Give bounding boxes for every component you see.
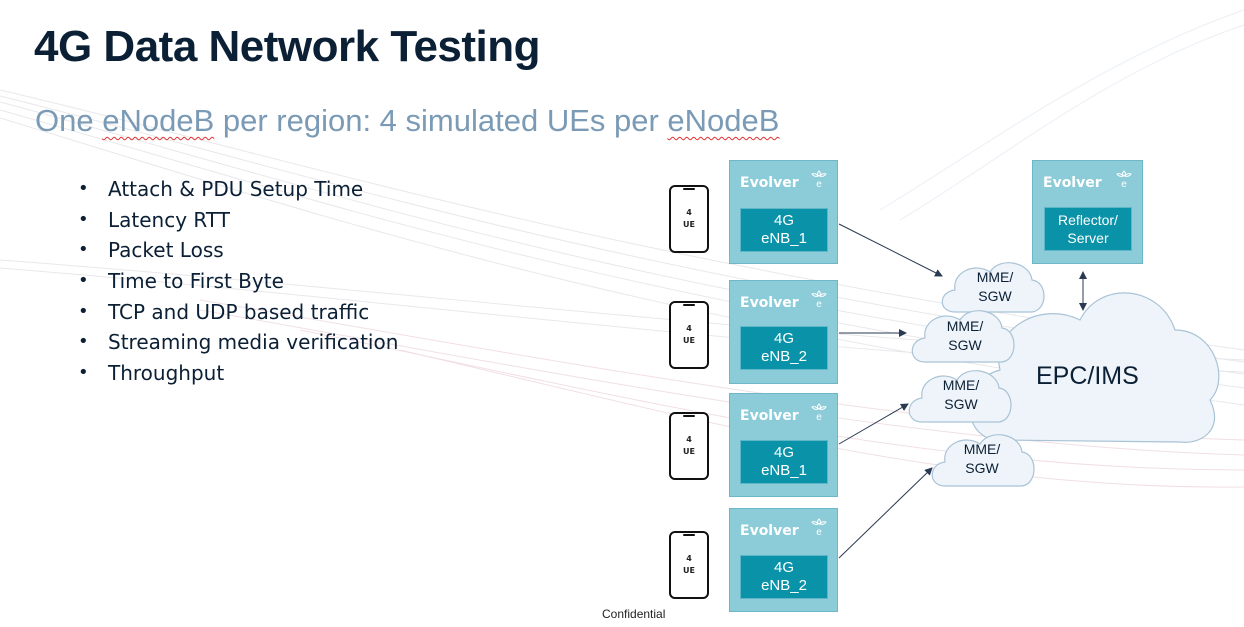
mme-sgw-cloud-3 <box>908 370 1012 423</box>
bullet-text: Time to First Byte <box>108 269 284 294</box>
enb-line2: eNB_1 <box>761 462 807 479</box>
svg-text:e: e <box>816 527 822 537</box>
evolver-leaf-e-icon: e <box>811 290 827 309</box>
enb-line2: eNB_2 <box>761 577 807 594</box>
gateway-line2: SGW <box>965 460 999 476</box>
gateway-line1: MME/ <box>976 269 1014 285</box>
ue-label: UE <box>683 220 695 229</box>
bullet-text: Throughput <box>108 361 225 386</box>
reflector-line2: Server <box>1067 230 1109 246</box>
bullet-icon: • <box>78 178 89 199</box>
gateway-line1: MME/ <box>963 441 1001 457</box>
bullet-icon: • <box>78 208 89 230</box>
bullet-text: Streaming media verification <box>108 330 399 355</box>
reflector-block: Reflector/Server <box>1044 207 1132 251</box>
ue-count: 4 <box>686 435 692 444</box>
epc-ims-label: EPC/IMS <box>1036 362 1139 390</box>
evolver-leaf-e-icon: e <box>811 518 827 537</box>
bullet-icon: • <box>78 331 89 353</box>
bullet-text: Packet Loss <box>108 238 224 263</box>
bullet-item: • Latency RTT <box>78 205 398 236</box>
evolver-label: Evolver <box>740 295 799 311</box>
bullet-icon: • <box>78 362 89 384</box>
bullet-item: • Packet Loss <box>78 235 398 266</box>
ue-label: UE <box>683 447 695 456</box>
gateway-line1: MME/ <box>946 318 984 334</box>
gateway-line1: MME/ <box>942 377 980 393</box>
gateway-label: MME/SGW <box>940 317 990 355</box>
enb-line2: eNB_2 <box>761 348 807 365</box>
svg-text:e: e <box>816 412 822 422</box>
evolver-label: Evolver <box>740 523 799 539</box>
subtitle: One eNodeB per region: 4 simulated UEs p… <box>35 103 779 139</box>
bullet-text: TCP and UDP based traffic <box>108 299 370 324</box>
svg-text:e: e <box>1121 179 1127 189</box>
subtitle-part-misspelled: eNodeB <box>102 103 215 138</box>
ue-count: 4 <box>686 324 692 333</box>
bullet-icon: • <box>78 239 89 261</box>
enb-line1: 4G <box>773 212 794 229</box>
subtitle-part-misspelled: eNodeB <box>667 103 780 138</box>
gateway-line2: SGW <box>944 396 978 412</box>
arrow-enb1-to-gw1 <box>838 223 943 277</box>
bullet-text: Latency RTT <box>108 207 230 232</box>
evolver-label: Evolver <box>1043 175 1102 191</box>
enb-line1: 4G <box>773 559 794 576</box>
mme-sgw-cloud-1 <box>941 262 1045 313</box>
gateway-label: MME/SGW <box>957 440 1007 478</box>
reflector-line1: Reflector/ <box>1058 212 1118 228</box>
gateway-label: MME/SGW <box>936 376 986 414</box>
enb-line2: eNB_1 <box>761 230 807 247</box>
evolver-label: Evolver <box>740 408 799 424</box>
arrow-enb3-to-gw3 <box>838 403 909 445</box>
page-title: 4G Data Network Testing <box>34 22 541 71</box>
mme-sgw-cloud-2 <box>911 310 1015 363</box>
svg-text:e: e <box>816 179 822 189</box>
enb-line1: 4G <box>773 330 794 347</box>
ue-label: UE <box>683 566 695 575</box>
bullet-list: • Attach & PDU Setup Time • Latency RTT • P… <box>78 174 398 389</box>
bullet-item: • Streaming media verification <box>78 327 398 358</box>
evolver-label: Evolver <box>740 175 799 191</box>
ue-count: 4 <box>686 554 692 563</box>
bullet-icon: • <box>78 270 89 292</box>
gateway-label: MME/SGW <box>970 268 1020 306</box>
ue-label: UE <box>683 336 695 345</box>
arrow-enb4-to-gw4 <box>838 467 933 559</box>
evolver-leaf-e-icon: e <box>811 403 827 422</box>
gateway-line2: SGW <box>948 337 982 353</box>
evolver-leaf-e-icon: e <box>811 170 827 189</box>
svg-text:e: e <box>816 299 822 309</box>
subtitle-part: per region: 4 simulated UEs per <box>214 103 668 138</box>
bullet-item: • Time to First Byte <box>78 266 398 297</box>
subtitle-part: One <box>35 103 103 138</box>
evolver-reflector-box: Evolver e Reflector/Server <box>1032 160 1143 264</box>
mme-sgw-cloud-4 <box>931 434 1035 487</box>
bullet-item: • Attach & PDU Setup Time <box>78 174 398 205</box>
ue-count: 4 <box>686 208 692 217</box>
evolver-leaf-e-icon: e <box>1116 170 1132 189</box>
bullet-text: Attach & PDU Setup Time <box>108 177 364 201</box>
bullet-item: • TCP and UDP based traffic <box>78 297 398 328</box>
bullet-item: • Throughput <box>78 358 398 389</box>
enb-line1: 4G <box>773 444 794 461</box>
bullet-icon: • <box>78 300 89 322</box>
footer-confidential: Confidential <box>602 607 666 621</box>
gateway-line2: SGW <box>978 288 1012 304</box>
